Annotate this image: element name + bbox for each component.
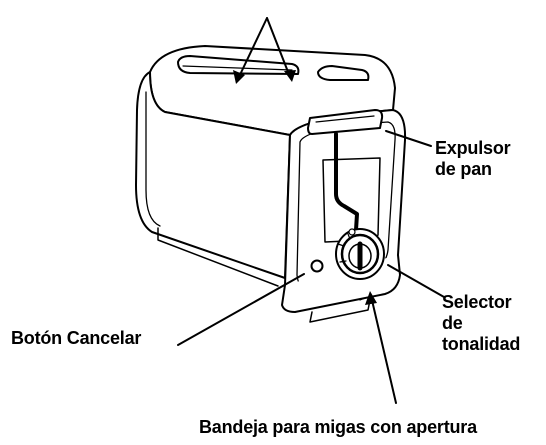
- label-shade-selector: Selector de tonalidad: [442, 292, 520, 355]
- arrowheads: [233, 70, 377, 305]
- toaster-illustration: [135, 45, 407, 323]
- label-cancel-button: Botón Cancelar: [11, 328, 142, 348]
- label-bread-eject-line1: Expulsor: [435, 138, 511, 158]
- label-shade-selector-line1: Selector: [442, 292, 512, 312]
- pointer-cancel: [177, 273, 305, 346]
- pointer-slots-left: [237, 17, 268, 80]
- label-bread-eject: Expulsor de pan: [435, 138, 511, 180]
- leader-lines: [177, 17, 445, 404]
- label-crumb-tray: Bandeja para migas con apertura: [199, 417, 477, 437]
- label-shade-selector-line2: de: [442, 313, 463, 333]
- shade-dial: [335, 228, 385, 280]
- arrowhead-tray: [365, 291, 377, 305]
- eject-lever: [307, 109, 384, 135]
- label-shade-selector-line3: tonalidad: [442, 334, 521, 354]
- arrowhead-slots-right: [284, 70, 296, 82]
- toaster-side: [135, 71, 291, 279]
- bread-slot-right: [317, 65, 370, 81]
- pointer-slots-right: [266, 17, 291, 78]
- label-bread-eject-line2: de pan: [435, 159, 492, 179]
- cancel-button-graphic: [310, 259, 324, 273]
- pointer-shade: [387, 264, 445, 298]
- pointer-tray: [370, 295, 397, 404]
- pointer-eject: [385, 130, 432, 147]
- arrowhead-slots-left: [233, 70, 245, 84]
